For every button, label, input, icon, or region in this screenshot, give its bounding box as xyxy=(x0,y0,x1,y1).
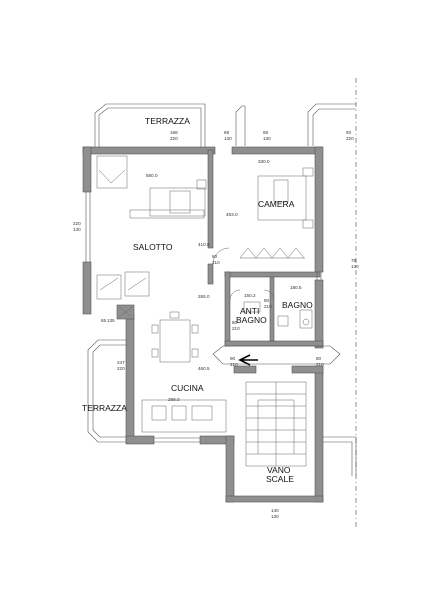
room-label-anti: ANTI xyxy=(240,306,259,316)
dining-table xyxy=(151,311,199,363)
dim-top3-a: 68 xyxy=(263,130,269,135)
dim-bottom-a: 140 xyxy=(271,508,279,513)
wardrobe xyxy=(239,247,305,259)
dim-entry2-a: 80 xyxy=(316,356,322,361)
entrance-arrow-icon xyxy=(212,345,341,366)
room-label-scale: SCALE xyxy=(266,474,294,484)
dim-bottom-b: 130 xyxy=(271,514,279,519)
room-label-terrazza-top: TERRAZZA xyxy=(145,116,190,126)
bed-camera xyxy=(257,167,314,229)
room-label-bagno: BAGNO xyxy=(282,300,313,310)
dim-left2-b: 220 xyxy=(117,366,125,371)
dim-bagno-width: 180.5 xyxy=(290,285,302,290)
dim-top3-b: 130 xyxy=(263,136,271,141)
terrace-top-outline xyxy=(94,103,356,147)
dim-left1-a: 220 xyxy=(73,221,81,226)
dim-door1-a: 80 xyxy=(212,254,218,259)
dim-left3-a: 65 xyxy=(101,318,107,323)
dim-left3-b: 135 xyxy=(107,318,115,323)
dim-top4-b: 220 xyxy=(346,136,354,141)
sofa xyxy=(96,155,128,189)
dim-anti-door-b: 210 xyxy=(232,326,240,331)
dim-entry-a: 90 xyxy=(230,356,236,361)
room-label-vano: VANO xyxy=(267,465,291,475)
dim-camera-height: 483.0 xyxy=(226,212,238,217)
dim-top1-b: 220 xyxy=(170,136,178,141)
bathroom-fixtures xyxy=(243,301,313,329)
window-cucina xyxy=(154,437,200,443)
dim-bagno-door-a: 80 xyxy=(264,298,270,303)
dim-entry-b: 210 xyxy=(230,362,238,367)
window-left xyxy=(85,192,91,262)
dim-top1-a: 168 xyxy=(170,130,178,135)
terrace-right-outline xyxy=(323,436,357,476)
dim-left1-b: 130 xyxy=(73,227,81,232)
dim-cucina-height: 460.5 xyxy=(198,366,210,371)
tv-unit xyxy=(129,209,205,219)
bed-salotto xyxy=(149,179,207,217)
dim-anti-width: 150.2 xyxy=(244,293,256,298)
dim-salotto-height: 410.0 xyxy=(198,242,210,247)
room-label-cucina: CUCINA xyxy=(171,383,204,393)
column xyxy=(118,306,133,318)
dim-entry2-b: 210 xyxy=(316,362,324,367)
dim-top2-a: 68 xyxy=(224,130,230,135)
dim-left2-a: 247 xyxy=(117,360,125,365)
room-label-camera: CAMERA xyxy=(258,199,295,209)
dim-door1-b: 210 xyxy=(212,260,220,265)
window-right xyxy=(316,272,322,280)
room-label-terrazza-left: TERRAZZA xyxy=(82,403,127,413)
room-label-bagno-anti: BAGNO xyxy=(236,315,267,325)
dim-cucina-width: 298.0 xyxy=(168,397,180,402)
dim-hall: 265.0 xyxy=(198,294,210,299)
dim-anti-door-a: 80 xyxy=(232,320,238,325)
dim-right1-b: 130 xyxy=(351,264,359,269)
dim-bagno-door-b: 210 xyxy=(264,304,272,309)
exterior-walls xyxy=(82,146,324,503)
kitchen-counter xyxy=(141,399,227,433)
door-swings xyxy=(212,247,275,301)
dimension-labels: 168 220 68 130 68 130 93 220 220 130 247… xyxy=(73,130,359,519)
room-label-salotto: SALOTTO xyxy=(133,242,173,252)
armchairs xyxy=(96,271,150,300)
dim-right1-a: 78 xyxy=(351,258,357,263)
staircase xyxy=(245,381,307,467)
dim-top4-a: 93 xyxy=(346,130,352,135)
terrace-left-outline xyxy=(87,339,134,443)
dim-camera-width: 330.0 xyxy=(258,159,270,164)
dim-top2-b: 130 xyxy=(224,136,232,141)
dim-salotto-width: 580.0 xyxy=(146,173,158,178)
